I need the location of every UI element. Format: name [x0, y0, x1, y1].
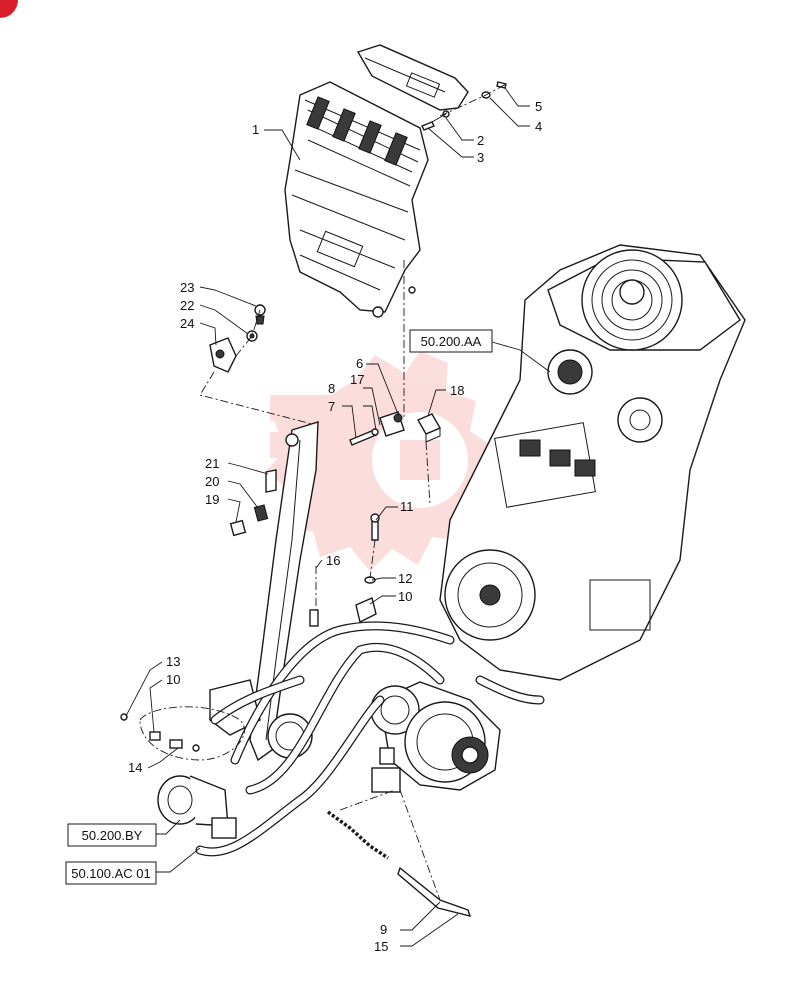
clamp-10-upper — [355, 597, 377, 624]
clamp-13 — [120, 713, 128, 721]
callout-8: 8 — [328, 381, 335, 396]
callout-3: 3 — [477, 150, 484, 165]
callout-6: 6 — [356, 356, 363, 371]
callout-5: 5 — [535, 99, 542, 114]
callout-21: 21 — [205, 456, 219, 471]
callout-15: 15 — [374, 939, 388, 954]
callout-7: 7 — [328, 399, 335, 414]
frame-arm — [249, 421, 319, 762]
clip-20 — [253, 504, 269, 522]
top-cover-panel — [356, 44, 469, 111]
callout-11: 11 — [400, 499, 414, 514]
clip-19 — [229, 519, 247, 537]
bolt-23 — [254, 304, 266, 325]
callout-20: 20 — [205, 474, 219, 489]
callout-16: 16 — [326, 553, 340, 568]
callout-17: 17 — [350, 372, 364, 387]
motor-assembly — [157, 679, 261, 839]
reference-box-50-200-aa[interactable]: 50.200.AA — [409, 329, 493, 353]
hose-set — [195, 621, 545, 857]
nut-22 — [246, 330, 258, 342]
engine-assembly — [439, 244, 746, 681]
relay-18 — [417, 413, 441, 443]
watermark-gear-logo-icon — [266, 351, 496, 571]
clamp-10-lower — [149, 731, 161, 741]
nut-6 — [393, 413, 403, 423]
clamp-14 — [169, 739, 200, 752]
callout-13: 13 — [166, 654, 180, 669]
reference-box-50-100-ac-01[interactable]: 50.100.AC 01 — [65, 861, 157, 885]
callout-1: 1 — [252, 122, 259, 137]
fitting-21 — [265, 469, 277, 493]
hvac-housing-unit — [284, 81, 429, 318]
screw-3 — [421, 121, 435, 131]
reference-box-50-200-by[interactable]: 50.200.BY — [67, 823, 157, 847]
callout-2: 2 — [477, 133, 484, 148]
reference-label-50-200-aa: 50.200.AA — [421, 334, 482, 349]
reference-label-50-200-by: 50.200.BY — [82, 828, 143, 843]
chain-rod — [326, 810, 472, 917]
callout-22: 22 — [180, 298, 194, 313]
callout-10-upper: 10 — [398, 589, 412, 604]
callout-14: 14 — [128, 760, 142, 775]
callout-23: 23 — [180, 280, 194, 295]
callout-10-lower: 10 — [166, 672, 180, 687]
bracket-24 — [209, 337, 237, 373]
pump-assembly — [370, 681, 501, 793]
callout-9: 9 — [380, 922, 387, 937]
callout-12: 12 — [398, 571, 412, 586]
reference-label-50-100-ac-01: 50.100.AC 01 — [71, 866, 151, 881]
callout-24: 24 — [180, 316, 194, 331]
callout-19: 19 — [205, 492, 219, 507]
callout-4: 4 — [535, 119, 542, 134]
callout-18: 18 — [450, 383, 464, 398]
bolt-7-8 — [349, 428, 379, 446]
screw-2 — [431, 110, 450, 123]
fitting-16 — [309, 609, 319, 627]
corner-badge-icon — [0, 0, 18, 18]
